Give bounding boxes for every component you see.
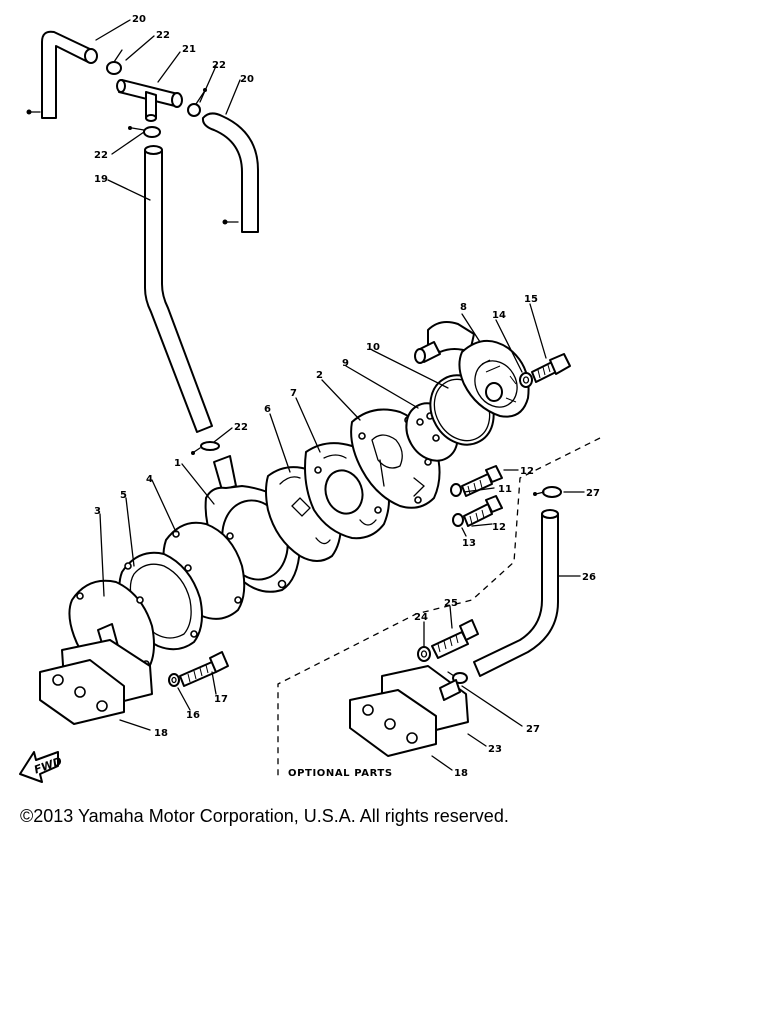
callout-27-upper: 27: [586, 488, 600, 499]
clamp-22-top-right: [187, 88, 207, 117]
hose-26: [473, 509, 559, 677]
callout-13: 13: [462, 538, 476, 549]
callout-9: 9: [342, 358, 349, 369]
callout-1: 1: [174, 458, 181, 469]
callout-8: 8: [460, 302, 467, 313]
bolt-15: [531, 353, 571, 383]
washer-14: [519, 372, 533, 388]
callout-7: 7: [290, 388, 297, 399]
hose-20-left: [26, 30, 98, 119]
callout-6: 6: [264, 404, 271, 415]
callout-14: 14: [492, 310, 506, 321]
callout-2: 2: [316, 370, 323, 381]
callout-22-a: 22: [156, 30, 170, 41]
callout-21: 21: [182, 44, 196, 55]
plate-18-left: [39, 639, 153, 725]
washer-16: [168, 673, 180, 687]
optional-parts-label: OPTIONAL PARTS: [288, 768, 393, 779]
copyright-notice: ©2013 Yamaha Motor Corporation, U.S.A. A…: [20, 806, 509, 826]
clamp-22-top-left: [106, 49, 123, 75]
callout-18-right: 18: [454, 768, 468, 779]
callout-22-d: 22: [234, 422, 248, 433]
clamp-27-upper: [533, 486, 562, 498]
callout-12-upper: 12: [520, 466, 534, 477]
forward-arrow-icon: FWD: [19, 751, 64, 783]
screw-12-upper: [450, 465, 503, 497]
washer-24: [417, 646, 431, 662]
hose-20-right: [201, 112, 259, 233]
callout-18-left: 18: [154, 728, 168, 739]
hose-19: [144, 145, 213, 433]
callout-19: 19: [94, 174, 108, 185]
callout-5: 5: [120, 490, 127, 501]
callout-24: 24: [414, 612, 428, 623]
callout-10: 10: [366, 342, 380, 353]
joint-21: [116, 79, 183, 122]
callout-25: 25: [444, 598, 458, 609]
plate-18-right: [349, 689, 437, 757]
callout-23: 23: [488, 744, 502, 755]
fuel-pump-exploded-diagram: 20 22 21 22 20 22 19 8 14 15 10 9 2 7 6 …: [19, 14, 601, 783]
bolt-25: [431, 619, 479, 659]
leader-lines: [95, 19, 585, 771]
callout-17: 17: [214, 694, 228, 705]
callout-20-right: 20: [240, 74, 254, 85]
callout-4: 4: [146, 474, 153, 485]
optional-parts-boundary: [277, 437, 601, 776]
callout-26: 26: [582, 572, 596, 583]
cap-8: [414, 321, 530, 418]
clamp-22-middle: [128, 126, 161, 138]
callout-16: 16: [186, 710, 200, 721]
bolt-17: [179, 651, 229, 687]
callout-11: 11: [498, 484, 512, 495]
callout-22-c: 22: [94, 150, 108, 161]
clamp-22-lower: [191, 441, 220, 455]
callout-27-lower: 27: [526, 724, 540, 735]
callout-22-b: 22: [212, 60, 226, 71]
screw-12-lower: [452, 495, 503, 527]
callout-20-top: 20: [132, 14, 146, 25]
callout-numbers: 20 22 21 22 20 22 19 8 14 15 10 9 2 7 6 …: [94, 14, 600, 779]
callout-15: 15: [524, 294, 538, 305]
forward-label: FWD: [32, 755, 63, 777]
callout-3: 3: [94, 506, 101, 517]
callout-12-lower: 12: [492, 522, 506, 533]
